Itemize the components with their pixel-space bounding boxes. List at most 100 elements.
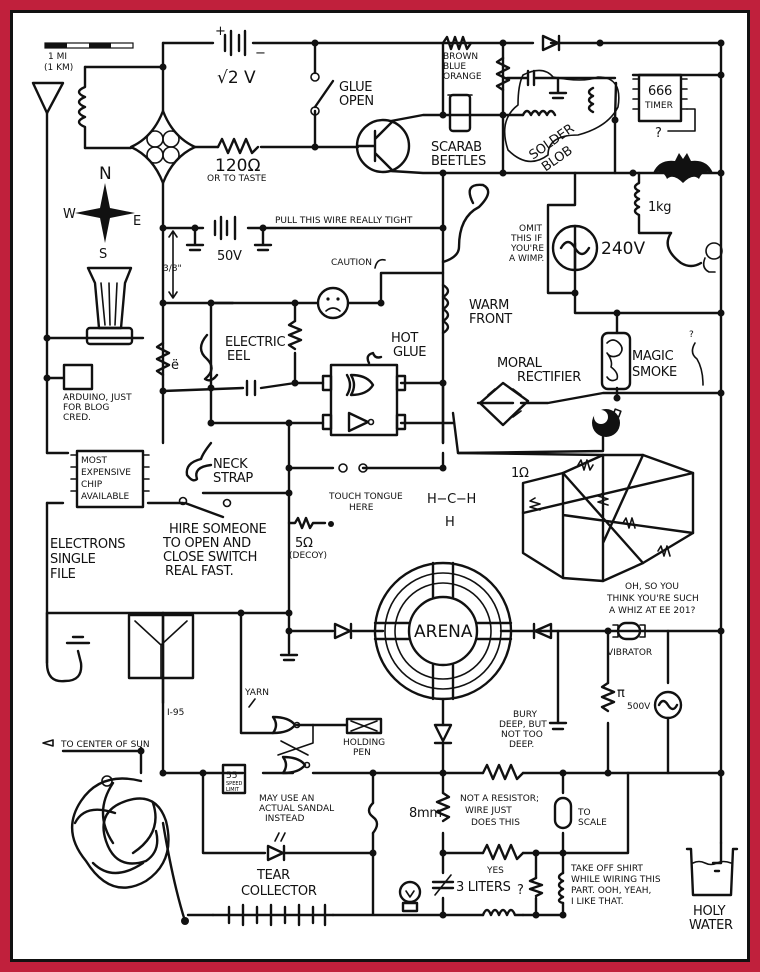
chip-label-4: AVAILABLE <box>81 492 130 502</box>
solder-blob: SOLDER BLOB <box>503 69 620 175</box>
resistor-e-umlaut: ë <box>155 341 179 377</box>
electrons-3: FILE <box>50 567 76 582</box>
magic-smoke-1: MAGIC <box>632 349 674 364</box>
hire-label-1: HIRE SOMEONE <box>169 522 267 537</box>
holy-water-beaker: HOLY WATER <box>685 847 739 933</box>
moral-label-1: MORAL <box>497 356 543 371</box>
not-resistor-2: WIRE JUST <box>465 806 512 816</box>
ground-under-decoy <box>279 629 299 662</box>
squirrel-icon <box>666 231 723 273</box>
bury-2: DEEP, BUT <box>499 720 547 730</box>
expensive-chip: MOST EXPENSIVE CHIP AVAILABLE <box>70 449 150 509</box>
ac-source-240v: 240V OMIT THIS IF YOU'RE A WIMP. <box>509 171 645 295</box>
resistor-mid <box>287 319 303 351</box>
scale-bar: 1 MI (1 KM) <box>44 42 134 73</box>
mesh-label: 1Ω <box>511 466 529 481</box>
electrons-2: SINGLE <box>50 552 96 567</box>
e-resistor-label: ë <box>171 358 179 373</box>
neck-strap-1: NECK <box>213 457 248 472</box>
hot-glue-label: HOT GLUE <box>391 331 427 360</box>
variable-capacitor: 3 LITERS <box>431 874 511 896</box>
color-band-1: BROWN <box>443 52 478 62</box>
yarn-text: YARN <box>244 688 269 698</box>
comic-panel: 1 MI (1 KM) + − √2 V GLUE OPEN 120Ω OR T… <box>10 10 750 962</box>
resistor-120-ohm: 120Ω OR TO TASTE <box>207 137 267 184</box>
decoy-value: 5Ω <box>295 536 313 551</box>
compass-n: N <box>99 164 112 184</box>
compass-w: W <box>63 207 76 222</box>
inductor-kg-label: 1kg <box>648 200 671 215</box>
battery-50v: 50V PULL THIS WIRE REALLY TIGHT <box>185 215 413 264</box>
bury-ground: BURY DEEP, BUT NOT TOO DEEP. <box>499 710 568 750</box>
arduino-label-3: CRED. <box>63 413 91 423</box>
magic-smoke-tube: MAGIC SMOKE ? <box>600 330 704 391</box>
touch-tongue-contacts: TOUCH TONGUE HERE <box>328 463 403 513</box>
shirt-4: I LIKE THAT. <box>571 897 624 907</box>
sad-face-icon <box>316 286 350 320</box>
diode-below-arena <box>433 697 453 745</box>
inductor-bottom <box>481 908 525 917</box>
battery-bank <box>211 903 335 927</box>
question-label: ? <box>517 883 524 898</box>
methane-molecule: H−C−H H <box>427 492 476 530</box>
holy-water-1: HOLY <box>693 904 726 919</box>
holding-pen-2: PEN <box>353 748 371 758</box>
bomb-icon <box>592 408 622 437</box>
sandal-2: ACTUAL SANDAL <box>259 804 334 814</box>
arduino-label-1: ARDUINO, JUST <box>63 393 132 403</box>
ground-symbol-left <box>45 611 91 683</box>
light-bulb-icon <box>398 880 422 913</box>
yes-label: YES <box>486 866 504 876</box>
moral-label-2: RECTIFIER <box>517 370 581 385</box>
methane-2: H <box>445 515 454 530</box>
transistor-icon <box>355 118 411 174</box>
not-resistor-value: 8mm <box>409 806 442 821</box>
decoy-note: (DECOY) <box>289 551 327 561</box>
sandal-1: MAY USE AN <box>259 794 314 804</box>
switch-label-1: GLUE <box>339 80 372 95</box>
pi-resistor: π <box>600 681 625 713</box>
warm-front-inductor: WARM FRONT <box>441 283 513 335</box>
electrons-single-file-label: ELECTRONS SINGLE FILE <box>50 537 126 582</box>
scarab-beetles-jar: SCARAB BEETLES <box>431 93 486 169</box>
omit-line-1: OMIT <box>519 224 543 234</box>
mesh-quip-1: OH, SO YOU <box>625 582 679 592</box>
holding-pen: HOLDING PEN <box>311 717 385 758</box>
shirt-1: TAKE OFF SHIRT <box>570 864 643 874</box>
caution-text: CAUTION <box>331 258 372 268</box>
logic-gate-chip <box>321 351 407 437</box>
mesh-quip-2: THINK YOU'RE SUCH <box>606 594 699 604</box>
speed-limit-value: 55 <box>226 771 237 781</box>
pull-wire-label: PULL THIS WIRE REALLY TIGHT <box>275 216 413 226</box>
liters-label: 3 LITERS <box>456 880 511 895</box>
sun-label: TO CENTER OF SUN <box>60 740 150 750</box>
ac-500-label: 500V <box>627 702 651 712</box>
color-band-3: ORANGE <box>443 72 482 82</box>
neck-strap: NECK STRAP <box>185 441 254 486</box>
compass-e: E <box>133 214 141 229</box>
chip-label-2: EXPENSIVE <box>81 468 131 478</box>
not-resistor-3: DOES THIS <box>471 818 520 828</box>
inductor-coil-left <box>77 65 87 150</box>
resistor-brown-blue-orange: BROWN BLUE ORANGE <box>441 35 482 82</box>
hot-glue-2: GLUE <box>393 345 426 360</box>
switch-glue-open: GLUE OPEN <box>310 72 374 116</box>
question-resistor: ? <box>517 876 544 898</box>
bury-4: DEEP. <box>509 740 534 750</box>
omit-line-3: YOU'RE <box>510 244 544 254</box>
speed-limit-sign: 55 SPEED LIMIT <box>221 763 247 795</box>
touch-tongue-2: HERE <box>349 503 374 513</box>
ac-source-500v: 500V <box>627 690 683 720</box>
omit-line-4: A WIMP. <box>509 254 544 264</box>
timer-question: ? <box>655 126 662 141</box>
magic-question: ? <box>689 330 694 340</box>
resistor-top-bottom <box>481 763 525 781</box>
antenna-icon <box>31 81 65 115</box>
lamp-icon <box>85 266 134 346</box>
chip-label-3: CHIP <box>81 480 103 490</box>
resistor-120-value: 120Ω <box>215 156 260 176</box>
holding-pen-1: HOLDING <box>343 738 385 748</box>
switch-label-2: OPEN <box>339 94 374 109</box>
battery-sqrt2v: + − √2 V <box>215 24 266 88</box>
eel-label-2: EEL <box>227 349 251 364</box>
